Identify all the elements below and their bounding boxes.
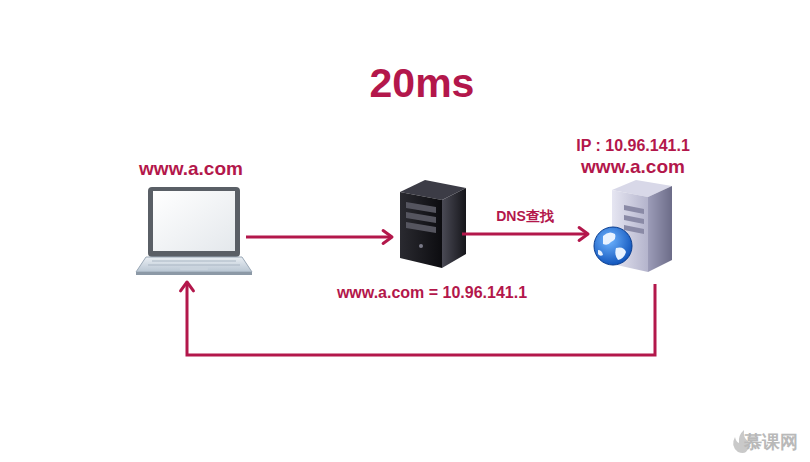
connector-arrow [181, 282, 655, 355]
device-node: www.a.com [132, 186, 250, 276]
connector-arrow [462, 228, 588, 241]
diagram-title: 20ms [370, 60, 475, 107]
node-text-group: www.a.com [139, 158, 243, 180]
connector-line [462, 233, 588, 236]
connector-line [187, 282, 655, 355]
node-text-group: IP : 10.96.141.1www.a.com [576, 137, 690, 178]
node-label: www.a.com = 10.96.141.1 [337, 284, 527, 302]
arrow-head [181, 282, 194, 291]
connector-arrow [246, 231, 392, 244]
node-label: IP : 10.96.141.1 [576, 137, 690, 155]
laptop-icon [136, 187, 252, 275]
arrow-head [383, 231, 392, 244]
server-icon [400, 180, 466, 268]
connector-line [246, 236, 392, 239]
node-text-group: www.a.com = 10.96.141.1 [337, 284, 527, 302]
device-node: www.a.com = 10.96.141.1 [398, 180, 466, 268]
edge-label: DNS查找 [494, 208, 556, 226]
device-node: IP : 10.96.141.1www.a.com [594, 180, 672, 272]
node-label: www.a.com [576, 156, 690, 178]
arrow-head [579, 228, 588, 241]
web-server-icon [594, 180, 672, 272]
watermark-text: 慕课网 [744, 430, 798, 454]
node-label: www.a.com [139, 158, 243, 180]
